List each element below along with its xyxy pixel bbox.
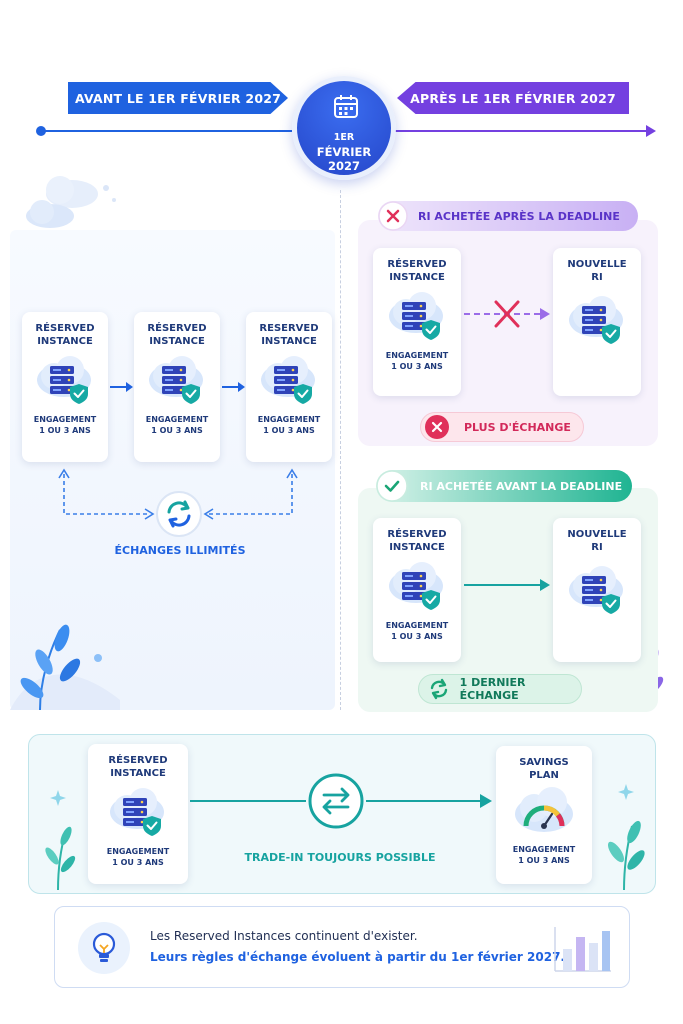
ri-card-after: RÉSERVED INSTANCE ENGAGEMENT 1 OU 3 ANS xyxy=(373,248,461,396)
no-exchange-label: PLUS D'ÉCHANGE xyxy=(464,420,571,434)
card-title: INSTANCE xyxy=(389,542,445,553)
date-day: 1ER xyxy=(333,132,355,143)
arrow-right-icon xyxy=(464,579,550,591)
refresh-icon xyxy=(430,678,448,700)
card-subtitle: 1 OU 3 ANS xyxy=(518,856,570,865)
lightbulb-icon xyxy=(78,922,130,974)
plant-teal-icon xyxy=(45,790,76,890)
reserved-instance-icon xyxy=(388,291,444,341)
date-year: 2027 xyxy=(327,159,360,173)
after-deadline-title: RI ACHETÉE APRÈS LA DEADLINE xyxy=(418,209,620,223)
check-icon xyxy=(376,470,408,502)
ri-card-1: RÉSERVED INSTANCE ENGAGEMENT 1 OU 3 ANS xyxy=(22,312,108,462)
card-title: PLAN xyxy=(529,770,559,781)
card-title: RI xyxy=(591,542,603,553)
date-month: FÉVRIER xyxy=(316,145,372,159)
unlimited-exchanges-label: ÉCHANGES ILLIMITÉS xyxy=(114,544,246,557)
card-subtitle: 1 OU 3 ANS xyxy=(391,362,443,371)
arrow-right-icon xyxy=(222,382,245,392)
timeline-line-after xyxy=(392,130,648,132)
cloud-decoration xyxy=(26,176,116,228)
reserved-instance-icon xyxy=(260,355,316,405)
card-subtitle: 1 OU 3 ANS xyxy=(391,632,443,641)
card-title: INSTANCE xyxy=(149,336,205,347)
card-subtitle: ENGAGEMENT xyxy=(145,415,209,424)
card-subtitle: ENGAGEMENT xyxy=(385,621,449,630)
before-deadline-header: RI ACHETÉE AVANT LA DEADLINE xyxy=(376,470,632,502)
new-ri-icon xyxy=(568,295,624,345)
card-title: RI xyxy=(591,272,603,283)
bar-chart-icon xyxy=(554,927,611,972)
plant-teal-icon xyxy=(607,784,645,890)
card-title: RÉSERVED xyxy=(35,323,95,334)
reserved-instance-icon xyxy=(109,787,165,837)
card-subtitle: 1 OU 3 ANS xyxy=(112,858,164,867)
card-title: NOUVELLE xyxy=(567,529,627,540)
reserved-instance-icon xyxy=(388,561,444,611)
info-line-1: Les Reserved Instances continuent d'exis… xyxy=(150,929,418,943)
ri-card-2: RÉSERVED INSTANCE ENGAGEMENT 1 OU 3 ANS xyxy=(134,312,220,462)
card-title: RÉSERVED xyxy=(147,323,207,334)
ri-card-trade-in: RÉSERVED INSTANCE ENGAGEMENT 1 OU 3 ANS xyxy=(88,744,188,884)
calendar-icon xyxy=(334,95,358,118)
new-ri-icon xyxy=(568,565,624,615)
ri-card-before: RÉSERVED INSTANCE ENGAGEMENT 1 OU 3 ANS xyxy=(373,518,461,662)
card-subtitle: ENGAGEMENT xyxy=(257,415,321,424)
card-title: INSTANCE xyxy=(261,336,317,347)
last-exchange-status: 1 DERNIER ÉCHANGE xyxy=(418,674,582,704)
card-subtitle: ENGAGEMENT xyxy=(385,351,449,360)
card-title: INSTANCE xyxy=(110,768,166,779)
section-divider xyxy=(340,190,341,710)
before-deadline-title: RI ACHETÉE AVANT LA DEADLINE xyxy=(420,479,623,493)
info-box: Les Reserved Instances continuent d'exis… xyxy=(54,906,630,988)
timeline-arrow-icon xyxy=(646,125,656,137)
after-date-banner: APRÈS LE 1ER FÉVRIER 2027 xyxy=(397,82,629,114)
savings-plan-card: SAVINGS PLAN ENGAGEMENT 1 OU 3 ANS xyxy=(496,746,592,884)
refresh-icon xyxy=(156,491,202,537)
card-subtitle: 1 OU 3 ANS xyxy=(39,426,91,435)
date-milestone: 1ER FÉVRIER 2027 xyxy=(292,76,396,180)
card-title: NOUVELLE xyxy=(567,259,627,270)
plant-left-icon xyxy=(10,624,120,710)
card-title: SAVINGS xyxy=(519,757,569,768)
card-title: RESERVED xyxy=(259,323,319,334)
error-x-icon xyxy=(378,201,408,231)
card-title: RÉSERVED xyxy=(387,259,447,270)
reserved-instance-icon xyxy=(36,355,92,405)
info-line-2: Leurs règles d'échange évoluent à partir… xyxy=(150,950,565,964)
new-ri-card-after: NOUVELLE RI xyxy=(553,248,641,396)
card-subtitle: 1 OU 3 ANS xyxy=(263,426,315,435)
error-x-icon xyxy=(425,415,449,439)
after-deadline-header: RI ACHETÉE APRÈS LA DEADLINE xyxy=(378,201,638,231)
before-date-banner: AVANT LE 1ER FÉVRIER 2027 xyxy=(68,82,288,114)
card-subtitle: ENGAGEMENT xyxy=(33,415,97,424)
savings-gauge-icon xyxy=(514,786,574,836)
card-title: INSTANCE xyxy=(37,336,93,347)
ri-card-3: RESERVED INSTANCE ENGAGEMENT 1 OU 3 ANS xyxy=(246,312,332,462)
trade-in-arrow xyxy=(190,773,492,829)
card-subtitle: ENGAGEMENT xyxy=(512,845,576,854)
blocked-arrow-icon xyxy=(464,300,550,328)
card-title: RÉSERVED xyxy=(108,755,168,766)
timeline-line-before xyxy=(40,130,292,132)
card-subtitle: ENGAGEMENT xyxy=(106,847,170,856)
last-exchange-label: 1 DERNIER ÉCHANGE xyxy=(459,676,526,702)
no-exchange-status: PLUS D'ÉCHANGE xyxy=(420,412,584,442)
exchange-dashed-arrows xyxy=(58,468,298,520)
card-subtitle: 1 OU 3 ANS xyxy=(151,426,203,435)
card-title: INSTANCE xyxy=(389,272,445,283)
arrow-right-icon xyxy=(110,382,133,392)
card-title: RÉSERVED xyxy=(387,529,447,540)
new-ri-card-before: NOUVELLE RI xyxy=(553,518,641,662)
reserved-instance-icon xyxy=(148,355,204,405)
trade-in-label: TRADE-IN TOUJOURS POSSIBLE xyxy=(244,851,436,864)
